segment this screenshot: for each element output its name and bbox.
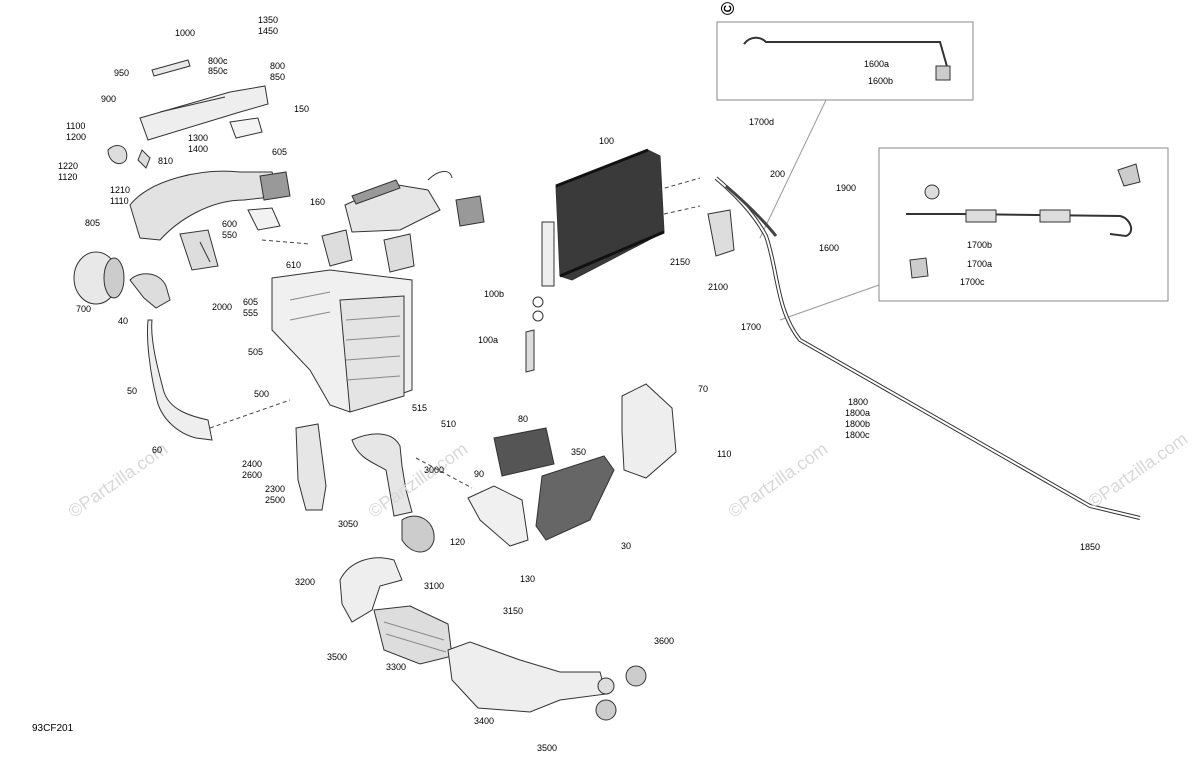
part-label: 350: [571, 447, 587, 457]
part-label: 800: [270, 61, 286, 71]
part-label: 1000: [175, 28, 196, 38]
part-label: 130: [520, 574, 536, 584]
part-label: 505: [248, 347, 264, 357]
part-label: 40: [118, 316, 129, 326]
part-label: 2150: [670, 257, 691, 267]
part-label: 950: [114, 68, 130, 78]
part-label: 110: [717, 449, 732, 459]
hvac-housing: [271, 269, 413, 413]
part-label: 60: [152, 445, 163, 455]
part-label: 1600b: [868, 76, 894, 86]
part-label: 1800c: [845, 430, 870, 440]
part-label: 3200: [295, 577, 316, 587]
part-label: 2300: [265, 484, 286, 494]
part-label: 1350: [258, 15, 279, 25]
part-label: 90: [474, 469, 485, 479]
inset-box-top: [716, 21, 974, 101]
part-label: 600: [222, 219, 238, 229]
part-label: 1110: [110, 196, 129, 206]
part-label: 1700c: [960, 277, 985, 287]
floor-duct-left: [129, 170, 291, 271]
part-label: 1220: [58, 161, 79, 171]
defrost-vent-duct: [107, 59, 269, 169]
part-label: 1600: [819, 243, 840, 253]
lower-ducts: [295, 423, 647, 721]
part-label: 500: [254, 389, 270, 399]
part-label: 150: [294, 104, 310, 114]
part-label: 70: [698, 384, 709, 394]
part-label: 2400: [242, 459, 263, 469]
part-label: 50: [127, 386, 138, 396]
part-label: 3500: [327, 652, 348, 662]
part-label: 3300: [386, 662, 407, 672]
part-label: 850: [270, 72, 286, 82]
part-label: 160: [310, 197, 326, 207]
part-label: 1800b: [845, 419, 871, 429]
part-label: 515: [412, 403, 428, 413]
part-label: 200: [770, 169, 786, 179]
part-label: 1200: [66, 132, 87, 142]
part-label: 900: [101, 94, 117, 104]
inset-box-right: [878, 147, 1169, 302]
part-label: 2000: [212, 302, 233, 312]
part-label: 3050: [338, 519, 359, 529]
ac-hose-lines: [707, 36, 1141, 520]
part-label: 2600: [242, 470, 263, 480]
part-label: 3000: [424, 465, 445, 475]
part-label: 2100: [708, 282, 729, 292]
part-label: 1300: [188, 133, 209, 143]
part-label: 1400: [188, 144, 209, 154]
part-label: 1800a: [845, 408, 871, 418]
part-label: 2500: [265, 495, 286, 505]
part-label: 1600a: [864, 59, 890, 69]
part-label: 1210: [110, 185, 131, 195]
part-label: 805: [85, 218, 101, 228]
part-label: 100b: [484, 289, 505, 299]
part-label: 1800: [848, 397, 869, 407]
part-label: 1700d: [749, 117, 775, 127]
part-label: 1120: [58, 172, 78, 182]
diagram-code: 93CF201: [32, 723, 74, 734]
part-label: 3600: [654, 636, 675, 646]
part-label: 810: [158, 156, 174, 166]
part-label: 605: [272, 147, 288, 157]
part-label: 3400: [474, 716, 495, 726]
air-intake-assembly: [73, 251, 213, 441]
part-label: 3500: [537, 743, 558, 753]
part-label: 800c: [208, 56, 228, 66]
part-label: 1100: [66, 121, 86, 131]
part-label: 700: [76, 304, 92, 314]
part-label: 610: [286, 260, 302, 270]
part-label: 3100: [424, 581, 445, 591]
part-label: 1900: [836, 183, 857, 193]
part-label: 605: [243, 297, 259, 307]
part-label: 1850: [1080, 542, 1101, 552]
grille-panels: [467, 383, 677, 547]
part-label: 120: [450, 537, 466, 547]
part-label: 510: [441, 419, 457, 429]
part-label: 1700a: [967, 259, 993, 269]
part-label: 1450: [258, 26, 279, 36]
part-label: 1700: [741, 322, 762, 332]
part-label: 100: [599, 136, 615, 146]
copyright-mark: ©: [718, 1, 739, 16]
part-label: 30: [621, 541, 632, 551]
part-label: 550: [222, 230, 238, 240]
center-vent-assembly: [321, 171, 485, 273]
condenser-core: [525, 148, 665, 373]
part-label: 100a: [478, 335, 499, 345]
part-label: 555: [243, 308, 259, 318]
part-label: 850c: [208, 66, 228, 76]
part-label: 3150: [503, 606, 524, 616]
part-label: 1700b: [967, 240, 993, 250]
part-label: 80: [518, 414, 529, 424]
